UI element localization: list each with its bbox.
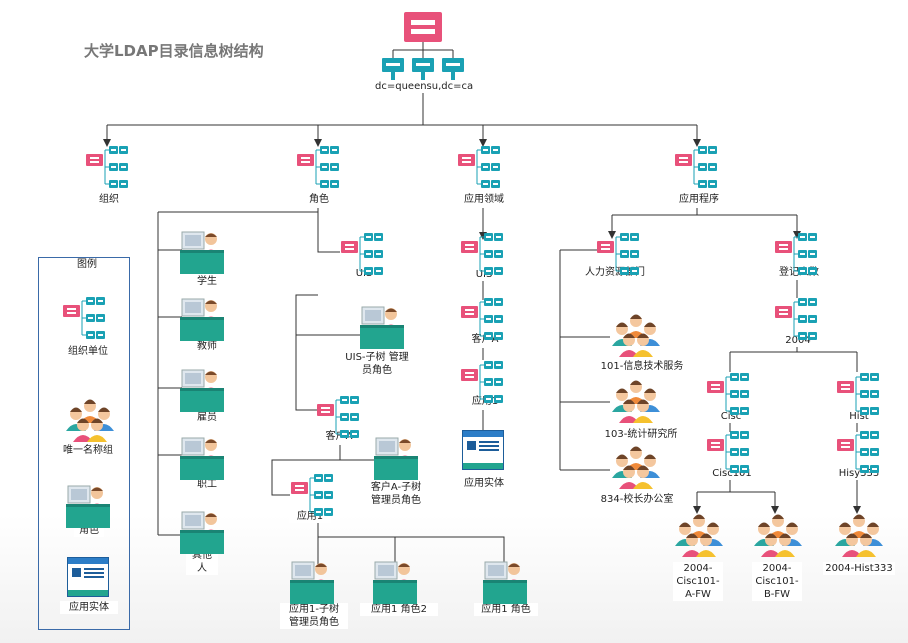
- role-icon-app1-subtree: [290, 560, 334, 604]
- legend-ou-icon: [62, 296, 106, 340]
- legend-unique-group-label: 唯一名称组: [56, 444, 120, 457]
- role-app1-role2-label: 应用1 角色2: [360, 603, 438, 616]
- ou-icon-hisy333: [836, 430, 880, 474]
- ou-icon-app1: [290, 473, 334, 517]
- ou-icon-hr: [596, 232, 640, 276]
- branch-org-label: 组织: [90, 193, 128, 206]
- role-icon-clienta-subtree: [374, 436, 418, 480]
- branch-apps-label: 应用程序: [670, 193, 728, 206]
- program-cisc-label: Cisc: [714, 410, 748, 423]
- ou-icon-apps: [674, 145, 718, 189]
- group-icon-fw-b: [752, 512, 804, 560]
- legend-app-entity-label: 应用实体: [60, 601, 118, 614]
- domain-entity-label: 应用实体: [455, 477, 513, 490]
- role-icon-staff: [180, 436, 224, 480]
- ou-icon-clienta: [316, 395, 360, 439]
- ou-icon-year: [774, 297, 818, 341]
- branch-appdomain-label: 应用领域: [455, 193, 513, 206]
- group-icon-principal: [610, 444, 662, 492]
- ou-icon-cisc101: [706, 430, 750, 474]
- program-fw-a-label: 2004- Cisc101- A-FW: [673, 562, 723, 601]
- ou-icon-domain-app1: [460, 360, 504, 404]
- group-icon-it: [610, 312, 662, 360]
- root-label: dc=queensu,dc=ca: [374, 80, 474, 93]
- ou-icon-role: [296, 145, 340, 189]
- program-fw-b-label: 2004- Cisc101- B-FW: [752, 562, 802, 601]
- role-icon-app1-role2: [373, 560, 417, 604]
- group-icon-fw-a: [673, 512, 725, 560]
- program-it-label: 101-信息技术服务: [596, 360, 688, 373]
- ou-icon-domain-clienta: [460, 297, 504, 341]
- role-teacher-label: 教师: [186, 340, 228, 353]
- legend-entity-icon: [67, 557, 109, 597]
- ou-icon-uis: [340, 232, 384, 276]
- root-icon: [375, 12, 471, 80]
- group-icon-hist333: [833, 512, 885, 560]
- ou-icon-cisc: [706, 372, 750, 416]
- program-principal-label: 834-校长办公室: [594, 493, 680, 506]
- legend-group-icon: [64, 397, 116, 445]
- entity-icon-app: [462, 430, 504, 470]
- role-icon-other: [180, 510, 224, 554]
- ou-icon-domain-uis: [460, 232, 504, 276]
- role-icon-uis-subtree: [360, 305, 404, 349]
- legend-role-icon: [66, 484, 110, 528]
- legend-org-unit-label: 组织单位: [62, 345, 114, 358]
- role-icon-teacher: [180, 297, 224, 341]
- branch-role-label: 角色: [300, 193, 338, 206]
- ou-icon-hist: [836, 372, 880, 416]
- role-icon-employee: [180, 368, 224, 412]
- role-staff-label: 职工: [186, 478, 228, 491]
- group-icon-stats: [610, 378, 662, 426]
- program-stats-label: 103-统计研究所: [600, 428, 682, 441]
- role-employee-label: 雇员: [186, 411, 228, 424]
- program-hist333-label: 2004-Hist333: [823, 562, 895, 575]
- role-app1-role-label: 应用1 角色: [474, 603, 538, 616]
- legend-box: [38, 257, 130, 630]
- role-clienta-subtree-label: 客户A-子树 管理员角色: [360, 481, 432, 507]
- role-app1-subtree-label: 应用1-子树 管理员角色: [280, 603, 348, 629]
- role-student-label: 学生: [186, 275, 228, 288]
- legend-title: 图例: [74, 258, 100, 271]
- role-icon-student: [180, 230, 224, 274]
- page-title: 大学LDAP目录信息树结构: [84, 42, 264, 60]
- role-icon-app1-role: [483, 560, 527, 604]
- role-uis-subtree-label: UIS-子树 管理 员角色: [328, 351, 426, 377]
- ou-icon-org: [85, 145, 129, 189]
- ou-icon-appdomain: [457, 145, 501, 189]
- ou-icon-registration: [774, 232, 818, 276]
